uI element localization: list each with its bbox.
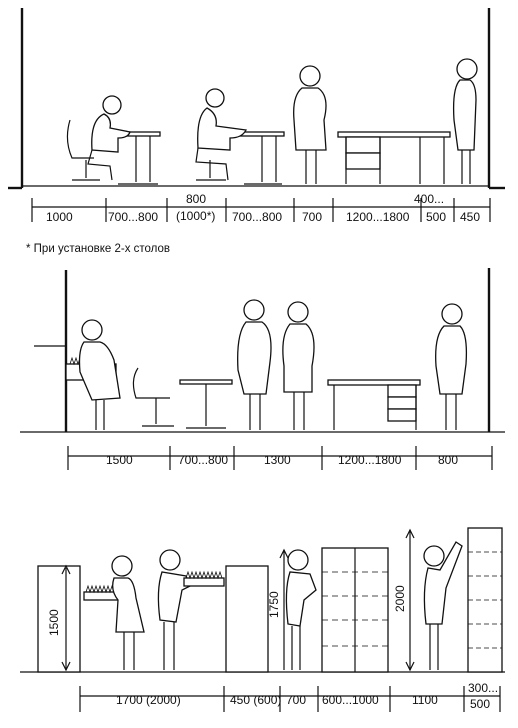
dim-top-7: 1200...1800 [346,210,410,224]
standing-person-8 [157,549,191,670]
dim-middle-2: 700...800 [178,453,228,467]
desk-with-drawers-1 [337,131,451,184]
standing-person-9 [279,548,317,670]
dim-bottom-3: 700 [286,693,306,707]
height-1750: 1750 [267,591,281,618]
dim-bottom-2: 450 (600) [230,693,281,707]
dim-bottom-1: 1700 (2000) [116,693,181,707]
shelving-unit [321,547,389,673]
panel-middle: 1500 700...800 1300 1200...1800 800 [20,268,505,470]
dim-top-5: 700...800 [232,210,282,224]
dim-bottom-5: 1100 [412,693,438,707]
seated-person-1 [66,95,131,181]
dimension-line-middle [67,446,493,470]
dim-top-1: 1000 [46,210,73,224]
dim-top-9: 500 [426,210,446,224]
dim-top-3: 800 [186,192,206,206]
panel-bottom: 1500 [20,527,505,712]
standing-person-4 [237,299,272,430]
dim-middle-5: 800 [438,453,458,467]
dim-top-10: 450 [460,210,480,224]
height-2000: 2000 [393,585,407,612]
dimension-line-bottom [79,686,501,712]
footnote: * При установке 2-х столов [26,243,171,255]
standing-person-10 [423,541,463,670]
seated-person-2 [195,88,247,181]
dim-top-4: (1000*) [176,209,215,223]
standing-person-3 [78,319,121,430]
tall-shelving-unit [467,527,503,673]
standing-person-5 [282,301,315,430]
office-chair [132,367,174,427]
dim-top-2: 700...800 [108,210,158,224]
cabinet-left [37,564,81,673]
dim-middle-3: 1300 [264,453,291,467]
desk-with-drawers-2 [327,379,421,430]
standing-person-2 [452,58,478,184]
standing-person-7 [111,555,145,670]
panel-top: 1000 700...800 800 (1000*) 700...800 700… [8,8,505,224]
dimension-line-top [31,198,491,222]
standing-person-1 [293,65,327,184]
counter-block [225,565,269,673]
height-arrow-2000 [405,528,415,672]
round-table [179,379,233,429]
counter-3 [183,570,225,587]
dim-bottom-4: 600...1000 [322,693,379,707]
dim-bottom-6: 300... [468,681,498,695]
desk-2 [235,131,285,185]
dim-top-8: 400... [414,192,444,206]
dim-middle-1: 1500 [106,453,133,467]
dim-top-6: 700 [302,210,322,224]
dim-middle-4: 1200...1800 [338,453,402,467]
height-1500: 1500 [47,609,61,636]
standing-person-6 [435,303,468,430]
dim-bottom-7: 500 [470,697,490,711]
